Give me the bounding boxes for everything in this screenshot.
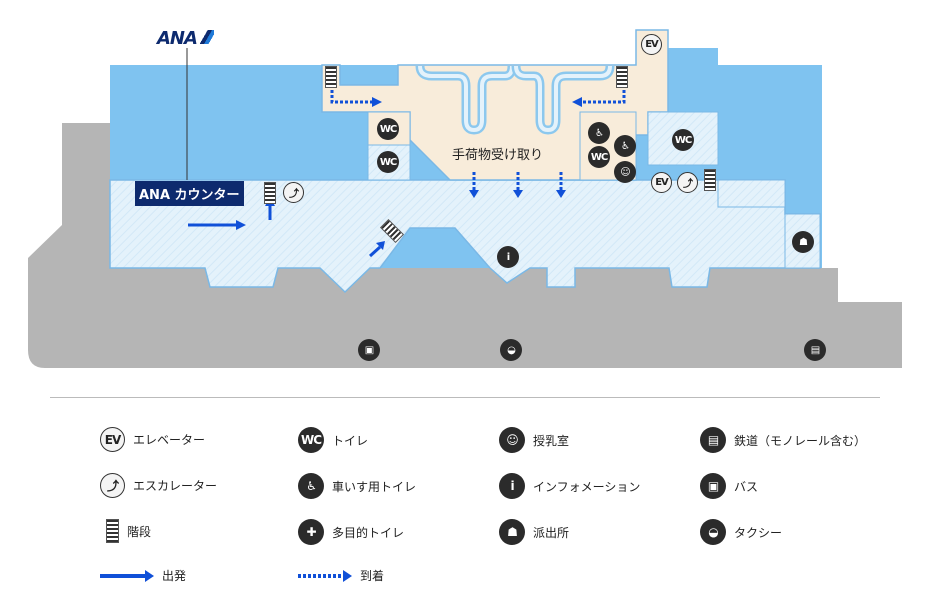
nursing-room-icon: ☺ (499, 427, 525, 453)
legend-item: ⤴ エスカレーター (100, 473, 217, 498)
legend-label: バス (734, 479, 759, 494)
arrival-arrow-icon (298, 569, 352, 582)
elevator-icon: EV (641, 34, 662, 55)
stairs-icon (325, 66, 337, 88)
ana-logo: ANA (157, 28, 214, 49)
police-box-icon: ☗ (792, 231, 814, 253)
legend-label: 出発 (162, 569, 187, 583)
escalator-icon: ⤴ (283, 182, 304, 203)
legend-item: WC トイレ (298, 427, 368, 453)
baggage-claim-label: 手荷物受け取り (452, 148, 544, 163)
wheelchair-toilet-icon: ♿ (298, 473, 324, 499)
legend-label: 多目的トイレ (332, 525, 405, 540)
legend-item: 到着 (298, 567, 384, 584)
legend-item: 階段 (106, 519, 151, 543)
elevator-icon: EV (651, 172, 672, 193)
baggage-carousel-2 (511, 65, 615, 135)
escalator-icon: ⤴ (100, 473, 125, 498)
legend-item: ☗ 派出所 (499, 519, 569, 545)
floor-plan (28, 29, 902, 368)
wc-icon: WC (298, 427, 324, 453)
ground-area (28, 123, 902, 368)
departure-routes (188, 206, 382, 258)
concourse (109, 179, 821, 294)
legend-item: ◒ タクシー (700, 519, 782, 545)
bus-icon: ▣ (358, 339, 380, 361)
bus-icon: ▣ (700, 473, 726, 499)
wc-icon: WC (588, 146, 610, 168)
multipurpose-toilet-icon: ✚ (298, 519, 324, 545)
information-icon: i (497, 246, 519, 268)
legend-label: 車いす用トイレ (332, 479, 417, 494)
departure-arrow-icon (100, 569, 154, 582)
legend-label: 鉄道（モノレール含む） (734, 433, 867, 448)
legend-item: ♿ 車いす用トイレ (298, 473, 416, 499)
ana-counter-label: ANA カウンター (135, 181, 244, 206)
arrival-routes (330, 85, 626, 190)
wheelchair-toilet-icon: ♿ (588, 122, 610, 144)
legend-label: トイレ (332, 433, 369, 448)
nursing-room-icon: ☺ (614, 161, 636, 183)
stairs-icon (264, 182, 276, 204)
legend-item: EV エレベーター (100, 427, 205, 452)
divider (50, 397, 880, 398)
rail-icon: ▤ (700, 427, 726, 453)
wc-icon: WC (672, 129, 694, 151)
wc-icon: WC (377, 151, 399, 173)
legend-label: 授乳室 (533, 433, 570, 448)
legend-item: 出発 (100, 567, 186, 584)
legend-label: 階段 (127, 524, 152, 539)
legend-label: エスカレーター (133, 479, 218, 493)
stairs-icon (616, 66, 628, 88)
legend-item: ☺ 授乳室 (499, 427, 569, 453)
taxi-icon: ◒ (700, 519, 726, 545)
legend-label: タクシー (734, 525, 783, 540)
baggage-carousel-1 (415, 65, 517, 135)
rail-icon: ▤ (804, 339, 826, 361)
legend-label: 到着 (360, 569, 385, 583)
legend-label: エレベーター (133, 433, 206, 447)
wheelchair-toilet-icon: ♿ (614, 135, 636, 157)
stairs-icon (106, 519, 119, 543)
legend-item: ▤ 鉄道（モノレール含む） (700, 427, 866, 453)
legend-item: i インフォメーション (499, 473, 640, 499)
legend-item: ▣ バス (700, 473, 758, 499)
information-icon: i (499, 473, 525, 499)
elevator-icon: EV (100, 427, 125, 452)
legend-label: インフォメーション (533, 479, 641, 494)
escalator-icon: ⤴ (677, 172, 698, 193)
wc-icon: WC (377, 118, 399, 140)
legend-item: ✚ 多目的トイレ (298, 519, 404, 545)
taxi-icon: ◒ (500, 339, 522, 361)
legend-label: 派出所 (533, 525, 570, 540)
police-box-icon: ☗ (499, 519, 525, 545)
stairs-icon (704, 169, 716, 191)
